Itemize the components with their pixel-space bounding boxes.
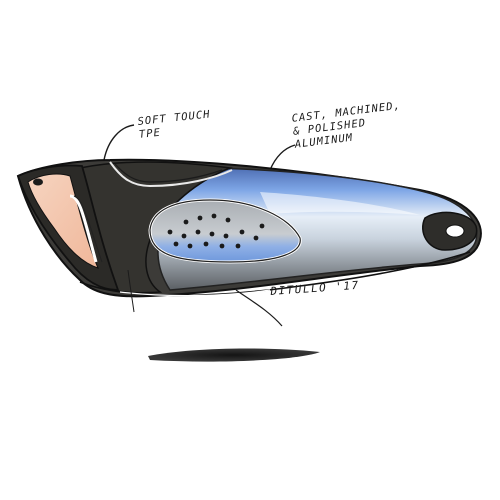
front-lens bbox=[27, 173, 99, 269]
pad-dots bbox=[167, 213, 265, 249]
parting-line bbox=[235, 289, 283, 327]
lanyard-hole bbox=[445, 224, 465, 238]
leader-line-aluminum bbox=[269, 144, 296, 171]
metal-highlight bbox=[260, 192, 420, 215]
lens-dot bbox=[33, 178, 43, 186]
top-button bbox=[109, 161, 233, 188]
cast-shadow bbox=[148, 348, 320, 362]
leader-line-soft-touch bbox=[103, 124, 135, 161]
